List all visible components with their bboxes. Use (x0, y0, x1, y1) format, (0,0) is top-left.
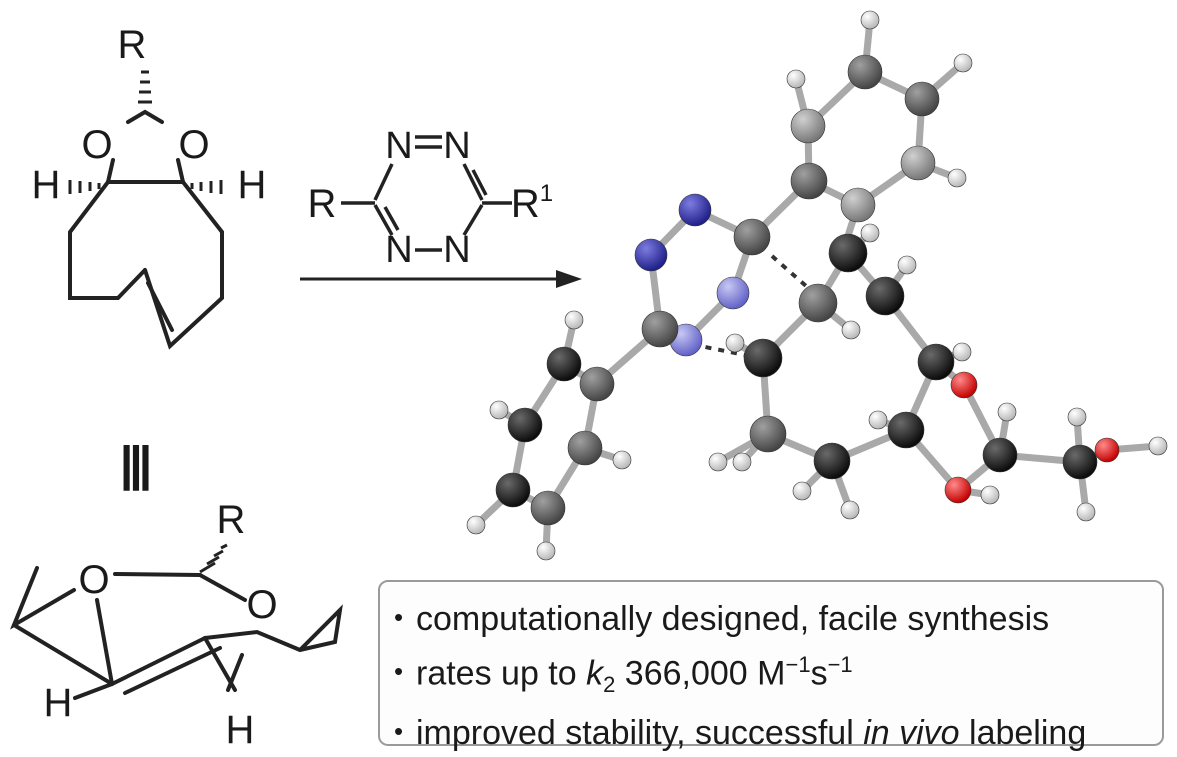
features-box: •computationally designed, facile synthe… (378, 580, 1164, 752)
tetrazine-r-right: R1 (511, 180, 553, 226)
nitrogen-atom (634, 238, 668, 272)
bullet-icon: • (394, 716, 404, 747)
reaction-arrow (300, 270, 582, 288)
hydrogen-atom (997, 402, 1017, 422)
carbon-atom (546, 346, 582, 382)
reactant-r-label: R (118, 23, 147, 67)
transition-state-model (466, 10, 1168, 561)
tetrazine-r-left: R (308, 182, 337, 226)
nitrogen-atom (716, 276, 750, 310)
hydrogen-atom (725, 333, 745, 353)
hydrogen-atom (952, 342, 972, 362)
carbon-atom (790, 162, 828, 200)
hydrogen-atom (1148, 436, 1168, 456)
carbon-atom (865, 276, 905, 316)
conformer-structure: R O O H H (9, 498, 343, 752)
carbon-atom (982, 437, 1018, 473)
forming-bond-dashes (770, 254, 808, 288)
carbon-atom (507, 407, 543, 443)
hydrogen-atom (860, 223, 880, 243)
tetrazine-n-top-left: N (385, 125, 412, 167)
hydrogen-atom (564, 310, 584, 330)
hydrogen-atom (897, 255, 917, 275)
carbon-atom (749, 415, 787, 453)
hydrogen-atom (489, 400, 509, 420)
conformer-r-label: R (217, 498, 246, 542)
hydrogen-atom (980, 485, 1000, 505)
tetrazine-n-top-right: N (443, 125, 470, 167)
tetrazine-n-bottom-left: N (385, 229, 412, 271)
conformer-oxygen-right: O (246, 583, 277, 627)
hydrogen-atom (466, 515, 486, 535)
carbon-atom (641, 310, 679, 348)
feature-item-stability: •improved stability, successful in vivo … (394, 708, 1162, 756)
reactant-oxygen-right: O (178, 123, 209, 167)
carbon-atom (828, 233, 868, 273)
equivalence-symbol: ||| (120, 438, 153, 491)
carbon-atom (495, 472, 531, 508)
hydrogen-atom (732, 452, 752, 472)
feature-item-rates: •rates up to k2 366,000 M−1s−1 (394, 642, 1162, 708)
carbon-atom (733, 218, 771, 256)
bullet-icon: • (394, 656, 404, 687)
feature-item-synthesis: •computationally designed, facile synthe… (394, 594, 1162, 642)
tetrazine-reagent: N N N N R R1 (308, 125, 554, 271)
svg-text:|||: ||| (120, 438, 149, 491)
carbon-atom (847, 54, 883, 90)
carbon-atom (904, 81, 940, 117)
carbon-atom (1062, 444, 1098, 480)
reactant-structure: R O O H H (32, 23, 267, 350)
carbon-atom (790, 108, 826, 144)
hydrogen-atom (1067, 407, 1087, 427)
carbon-atom (917, 343, 955, 381)
reactant-oxygen-left: O (81, 123, 112, 167)
hydrogen-atom (612, 450, 632, 470)
carbon-atom (887, 411, 925, 449)
hydrogen-atom (536, 541, 556, 561)
hydrogen-atom (786, 69, 806, 89)
hydrogen-atom (860, 10, 880, 30)
conformer-hydrogen-left: H (44, 681, 73, 725)
carbon-atom (840, 187, 876, 223)
carbon-atom (530, 490, 566, 526)
hydrogen-atom (708, 452, 728, 472)
carbon-atom (579, 366, 615, 402)
reactant-hydrogen-left: H (32, 163, 61, 207)
nitrogen-atom (678, 193, 712, 227)
carbon-atom (798, 283, 838, 323)
carbon-atom (743, 338, 783, 378)
hydrogen-atom (868, 410, 888, 430)
oxygen-atom (944, 476, 972, 504)
conformer-oxygen-left: O (78, 558, 109, 602)
carbon-atom (813, 442, 851, 480)
reactant-hydrogen-right: H (238, 163, 267, 207)
carbon-atom (567, 430, 603, 466)
bullet-icon: • (394, 602, 404, 632)
tetrazine-n-bottom-right: N (443, 229, 470, 271)
hydrogen-atom (841, 320, 861, 340)
oxygen-atom (950, 371, 978, 399)
hashed-wedge-bond (138, 70, 152, 104)
hydrogen-atom (953, 53, 973, 73)
hydrogen-atom (1076, 502, 1096, 522)
oxygen-atom (1094, 437, 1120, 463)
carbon-atom (900, 145, 936, 181)
conformer-hydrogen-right: H (226, 708, 255, 752)
hydrogen-atom (792, 481, 812, 501)
hydrogen-atom (947, 168, 967, 188)
hydrogen-atom (840, 500, 860, 520)
